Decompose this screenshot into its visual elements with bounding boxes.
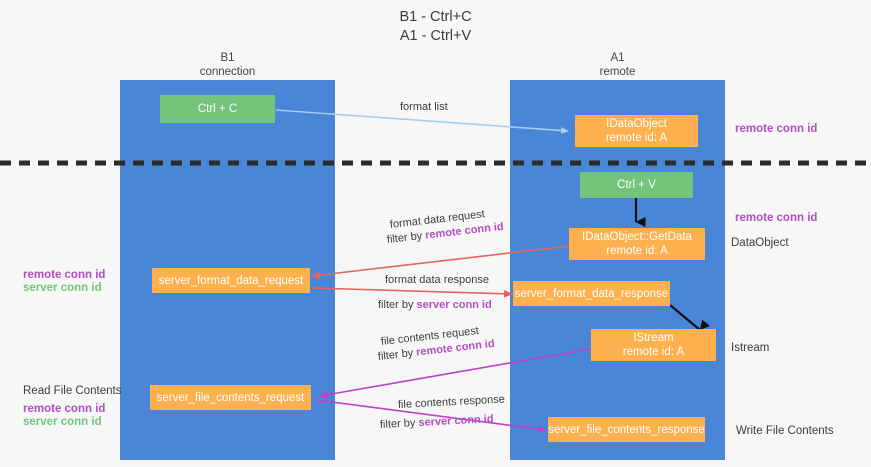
node-server-file-contents-request-label: server_file_contents_request: [156, 391, 305, 404]
lane-header-b1-name: B1: [220, 52, 235, 64]
diagram-title-line1: B1 - Ctrl+C: [399, 9, 472, 25]
edge-label-format-data-response-filter: filter by server conn id: [378, 298, 492, 313]
annotation-remote-conn-id-top: remote conn id: [735, 123, 818, 135]
edge-label-file-contents-response-filter: filter by server conn id: [380, 412, 494, 433]
node-server-file-contents-response[interactable]: server_file_contents_response: [548, 417, 705, 442]
node-ctrl-c-label: Ctrl + C: [197, 103, 238, 115]
node-idataobject-line1: IDataObject: [606, 118, 667, 130]
node-idataobject[interactable]: IDataObject remote id: A: [575, 115, 698, 147]
node-idataobject-line2: remote id: A: [605, 132, 668, 144]
annotation-left-server-conn-id-2: server conn id: [23, 416, 102, 428]
filter-prefix-2: filter by: [378, 299, 417, 311]
filter-prefix-4: filter by: [379, 416, 419, 431]
node-server-format-data-response[interactable]: server_format_data_response: [513, 281, 670, 306]
node-server-format-data-request-label: server_format_data_request: [158, 274, 304, 287]
annotation-write-file-contents: Write File Contents: [736, 425, 834, 437]
annotation-read-file-contents: Read File Contents: [23, 385, 122, 397]
node-server-format-data-request[interactable]: server_format_data_request: [152, 268, 310, 293]
node-getdata-line1: IDataObject::GetData: [582, 231, 692, 243]
lane-header-a1-name: A1: [610, 52, 625, 64]
lane-header-a1-sub: remote: [599, 66, 636, 78]
filter-prefix-1: filter by: [386, 229, 426, 246]
diagram-title-line2: A1 - Ctrl+V: [399, 28, 472, 44]
node-ctrl-v-label: Ctrl + V: [617, 179, 656, 191]
node-server-file-contents-response-label: server_file_contents_response: [548, 423, 705, 436]
node-server-format-data-response-label: server_format_data_response: [514, 287, 669, 300]
node-istream-line2: remote id: A: [622, 346, 685, 358]
node-istream-line1: IStream: [633, 332, 674, 344]
node-getdata-line2: remote id: A: [606, 245, 668, 257]
annotation-remote-conn-id-mid: remote conn id: [735, 212, 818, 224]
annotation-dataobject: DataObject: [731, 237, 789, 249]
filter-key-server-conn-id-1: server conn id: [416, 299, 492, 311]
filter-prefix-3: filter by: [377, 346, 417, 363]
node-server-file-contents-request[interactable]: server_file_contents_request: [150, 385, 311, 410]
edge-label-file-contents-response: file contents response: [397, 393, 506, 411]
annotation-left-remote-conn-id-2: remote conn id: [23, 403, 106, 415]
node-istream[interactable]: IStream remote id: A: [591, 329, 716, 361]
edge-label-format-list: format list: [400, 101, 448, 113]
annotation-left-remote-conn-id-1: remote conn id: [23, 269, 106, 281]
annotation-left-server-conn-id-1: server conn id: [23, 282, 102, 294]
filter-key-server-conn-id-2: server conn id: [418, 413, 494, 429]
node-ctrl-c[interactable]: Ctrl + C: [160, 95, 275, 123]
arrow-format-data-response: [311, 287, 513, 298]
lane-header-b1-sub: connection: [199, 66, 256, 78]
node-idataobject-getdata[interactable]: IDataObject::GetData remote id: A: [569, 228, 705, 260]
edge-label-format-data-response: format data response: [385, 274, 489, 286]
node-ctrl-v[interactable]: Ctrl + V: [580, 172, 693, 198]
annotation-istream: Istream: [731, 342, 770, 354]
